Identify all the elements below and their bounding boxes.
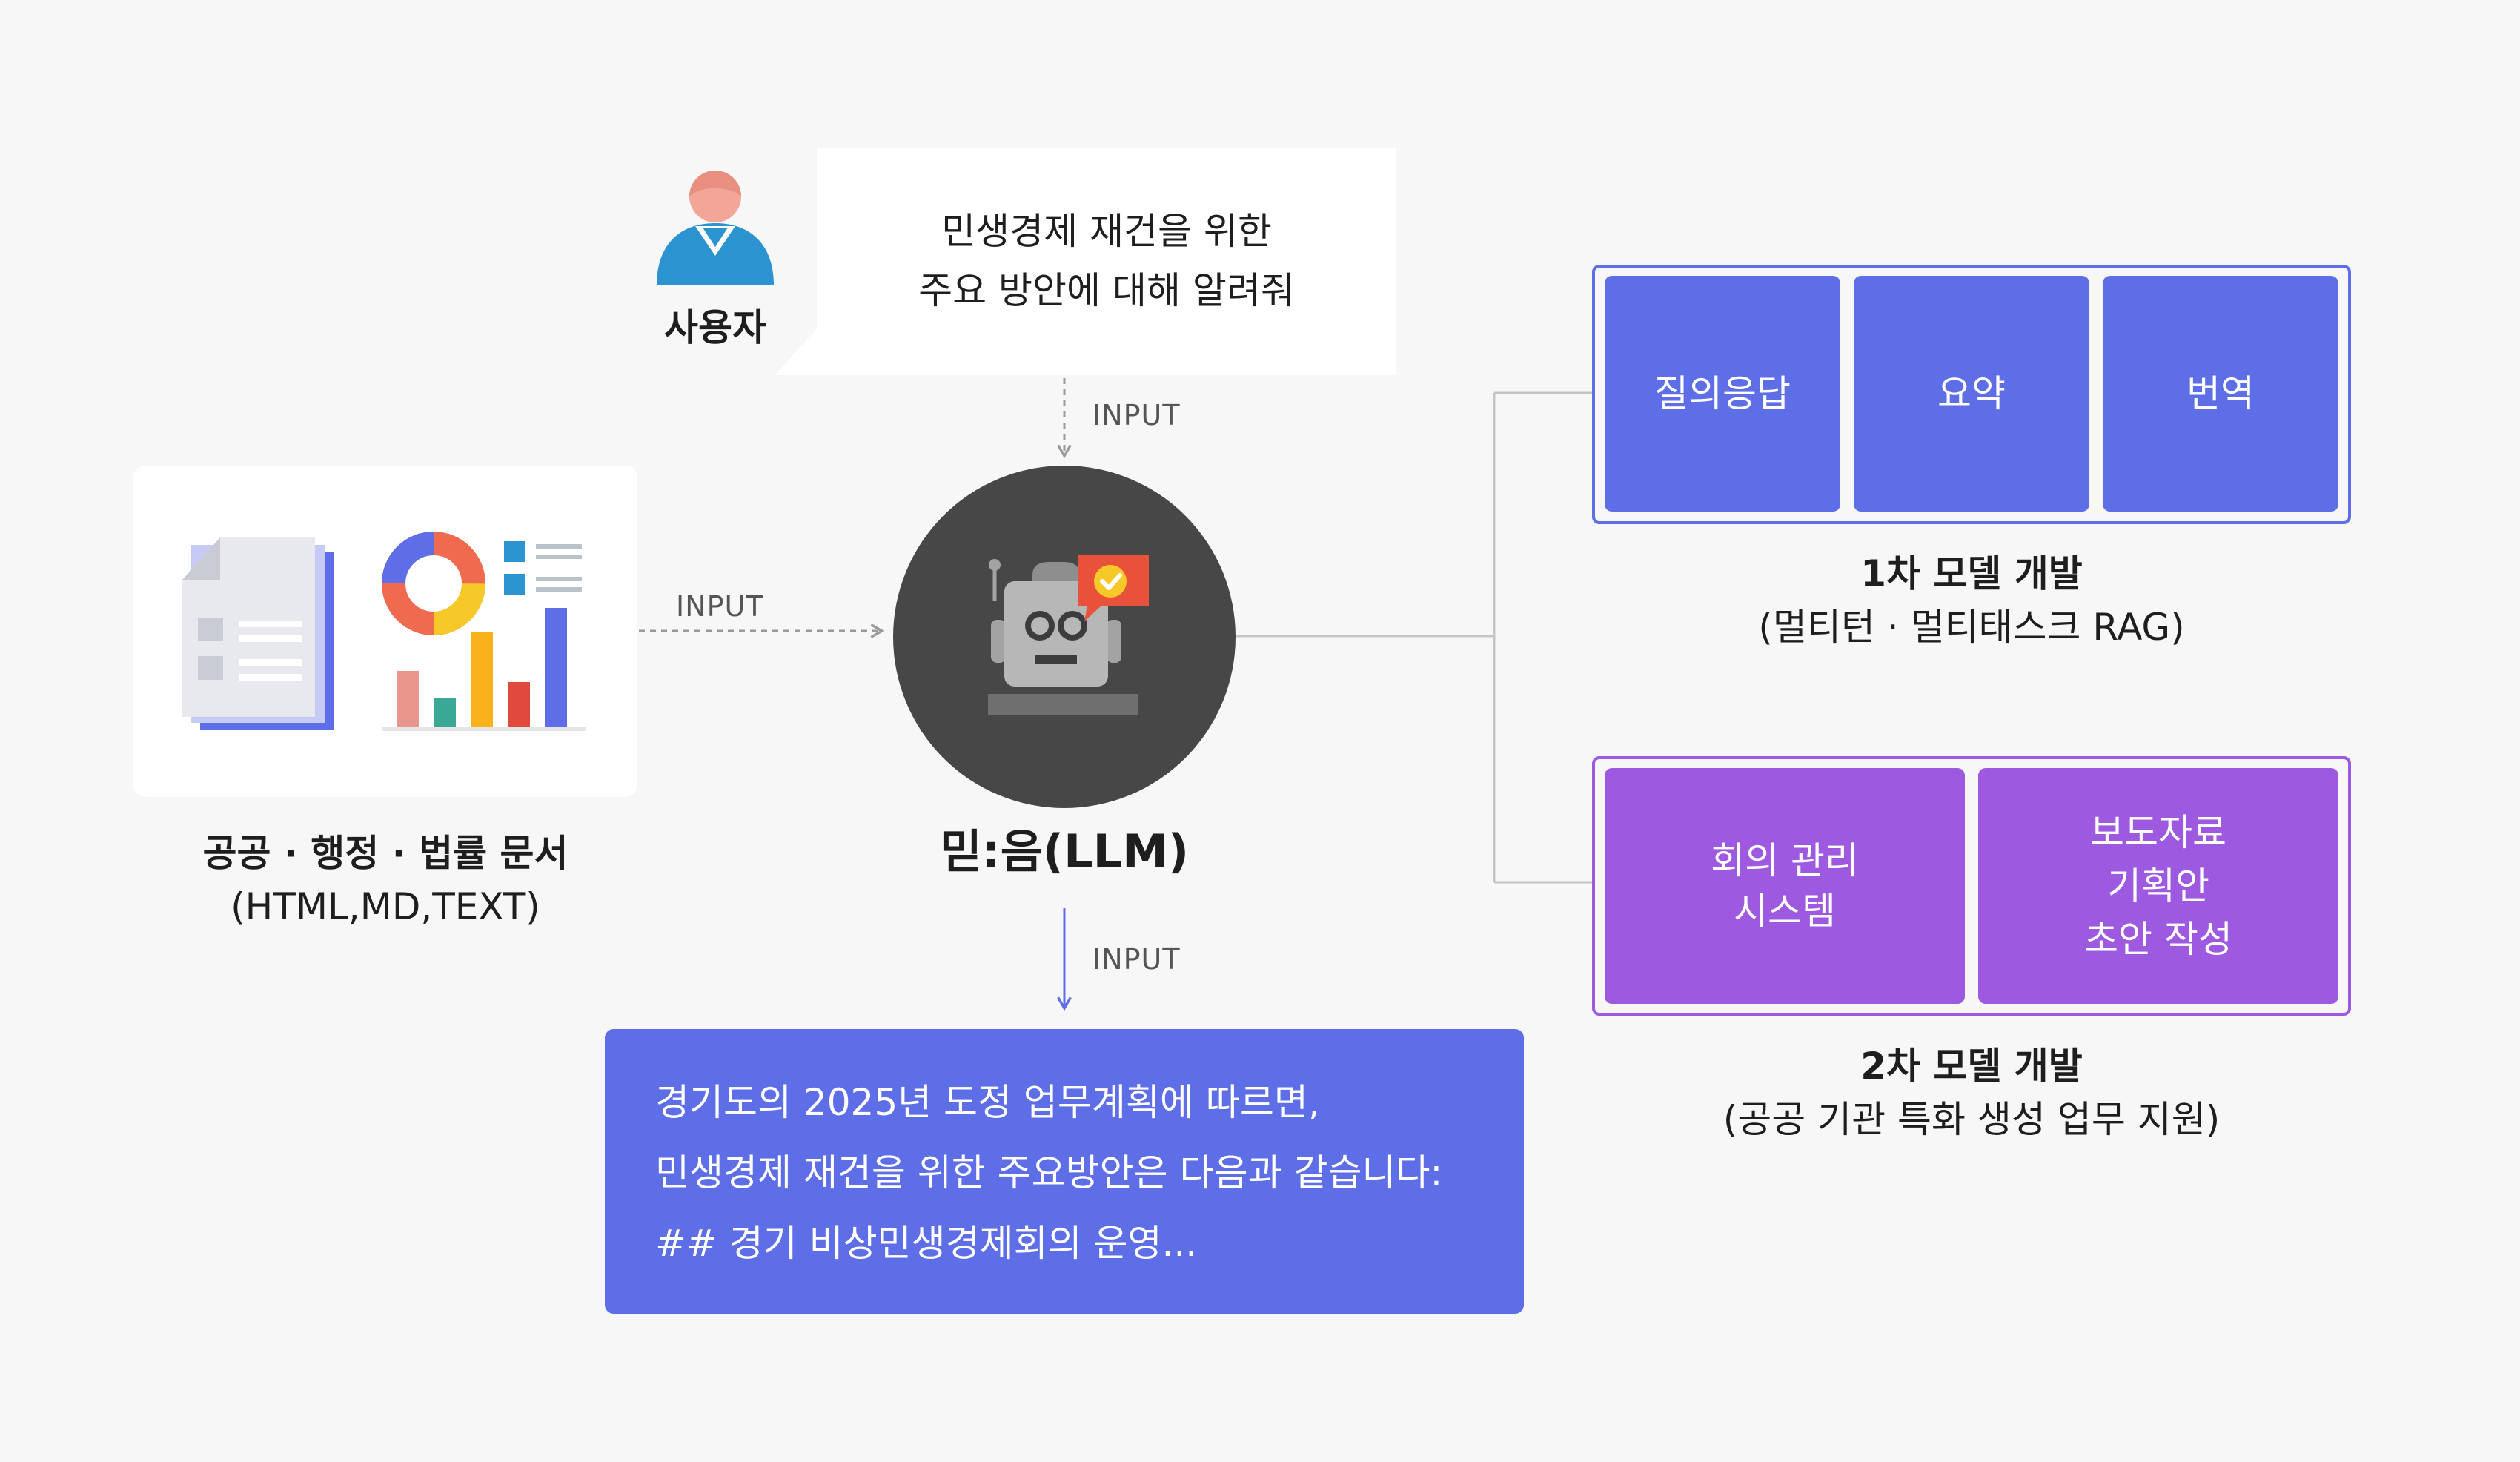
model1-frame bbox=[1592, 265, 2351, 524]
task-press-line2: 기획안 bbox=[2107, 864, 2209, 907]
model2-title: 2차 모델 개발 bbox=[1860, 1045, 2083, 1088]
documents-title: 공공 · 행정 · 법률 문서 bbox=[202, 832, 568, 875]
llm-output-box: 경기도의 2025년 도정 업무계획에 따르면, 민생경제 재건을 위한 주요방… bbox=[605, 1029, 1524, 1314]
task-summary: 요약 bbox=[1854, 276, 2089, 512]
input-label-left: INPUT bbox=[676, 590, 764, 623]
speech-bubble-tail bbox=[775, 326, 819, 375]
task-press-line1: 보도자료 bbox=[2090, 811, 2226, 854]
task-qa: 질의응답 bbox=[1605, 276, 1840, 512]
output-line1: 경기도의 2025년 도정 업무계획에 따르면, bbox=[655, 1081, 1320, 1124]
analytics-chart-icon bbox=[382, 532, 586, 731]
task-press-line3: 초안 작성 bbox=[2084, 918, 2232, 961]
task-meeting-management: 회의 관리 시스템 bbox=[1605, 768, 1965, 1004]
document-stack-icon bbox=[182, 538, 334, 730]
task-summary-label: 요약 bbox=[1937, 372, 2006, 415]
model2-caption: 2차 모델 개발 (공공 기관 특화 생성 업무 지원) bbox=[1592, 1039, 2351, 1146]
task-meeting-line2: 시스템 bbox=[1734, 890, 1836, 933]
llm-to-models-bracket bbox=[1236, 391, 1594, 884]
input-label-bottom: INPUT bbox=[1092, 943, 1181, 976]
model1-caption: 1차 모델 개발 (멀티턴 · 멀티태스크 RAG) bbox=[1592, 547, 2351, 654]
user-query-bubble: 민생경제 재건을 위한 주요 방안에 대해 알려줘 bbox=[817, 148, 1396, 375]
user-query-line1: 민생경제 재건을 위한 bbox=[941, 210, 1272, 253]
task-translation-label: 번역 bbox=[2186, 372, 2255, 415]
llm-name: 믿:음(LLM) bbox=[939, 824, 1190, 879]
task-qa-label: 질의응답 bbox=[1654, 372, 1791, 415]
task-press-release-draft: 보도자료 기획안 초안 작성 bbox=[1978, 768, 2338, 1004]
model1-subtitle: (멀티턴 · 멀티태스크 RAG) bbox=[1758, 606, 2185, 649]
task-translation: 번역 bbox=[2103, 276, 2338, 512]
robot-icon bbox=[988, 555, 1149, 715]
task-meeting-line1: 회의 관리 bbox=[1711, 839, 1859, 882]
documents-caption: 공공 · 행정 · 법률 문서 (HTML,MD,TEXT) bbox=[133, 827, 637, 933]
output-line2: 민생경제 재건을 위한 주요방안은 다음과 같습니다: bbox=[655, 1151, 1443, 1194]
model1-title: 1차 모델 개발 bbox=[1860, 552, 2083, 595]
user-avatar-icon bbox=[657, 171, 774, 285]
documents-formats: (HTML,MD,TEXT) bbox=[231, 885, 540, 928]
user-query-line2: 주요 방안에 대해 알려줘 bbox=[918, 269, 1295, 312]
output-line3: ## 경기 비상민생경제회의 운영... bbox=[655, 1222, 1198, 1265]
input-label-top: INPUT bbox=[1092, 399, 1181, 431]
user-label: 사용자 bbox=[664, 306, 766, 349]
model2-subtitle: (공공 기관 특화 생성 업무 지원) bbox=[1722, 1098, 2221, 1141]
model2-frame bbox=[1592, 756, 2351, 1016]
